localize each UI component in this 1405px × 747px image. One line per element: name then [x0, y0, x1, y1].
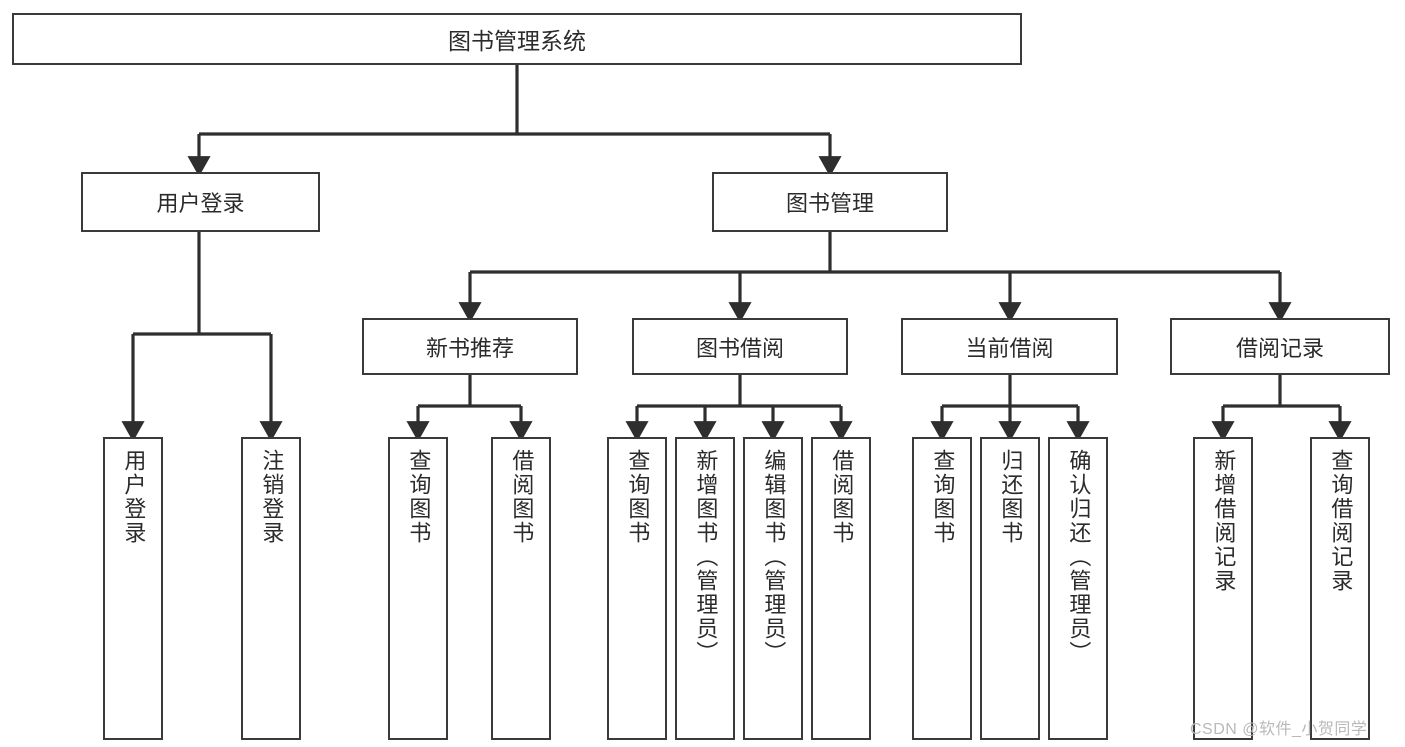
node-leaf-add-record[interactable]: 新增借阅记录 [1193, 437, 1253, 740]
node-label: 借阅记录 [1235, 335, 1324, 361]
node-label: 确认归还（管理员） [1066, 449, 1092, 665]
node-label: 归还图书 [998, 449, 1024, 545]
node-label: 当前借阅 [965, 335, 1054, 361]
node-label: 借阅图书 [829, 449, 855, 545]
node-label: 查询借阅记录 [1328, 449, 1354, 593]
node-leaf-query-book-3[interactable]: 查询图书 [912, 437, 972, 740]
node-label: 图书管理 [785, 191, 874, 216]
node-leaf-return-book[interactable]: 归还图书 [980, 437, 1040, 740]
node-borrow-record[interactable]: 借阅记录 [1170, 318, 1390, 375]
node-book-borrow[interactable]: 图书借阅 [632, 318, 848, 375]
node-leaf-edit-book[interactable]: 编辑图书（管理员） [743, 437, 803, 740]
node-label: 查询图书 [930, 449, 956, 545]
node-user-login[interactable]: 用户登录 [81, 172, 320, 232]
node-leaf-query-book-2[interactable]: 查询图书 [607, 437, 667, 740]
watermark-text: CSDN @软件_小贺同学 [1190, 721, 1368, 738]
node-label: 借阅图书 [509, 449, 535, 545]
node-current-borrow[interactable]: 当前借阅 [901, 318, 1118, 375]
node-label: 新书推荐 [425, 335, 514, 361]
node-label: 新增图书（管理员） [693, 449, 719, 665]
node-label: 图书管理系统 [448, 28, 586, 54]
node-leaf-logout-login[interactable]: 注销登录 [241, 437, 301, 740]
node-label: 用户登录 [156, 191, 245, 216]
node-leaf-user-login[interactable]: 用户登录 [103, 437, 163, 740]
node-leaf-query-book-1[interactable]: 查询图书 [388, 437, 448, 740]
node-label: 用户登录 [121, 449, 147, 545]
node-leaf-borrow-book-2[interactable]: 借阅图书 [811, 437, 871, 740]
node-leaf-add-book[interactable]: 新增图书（管理员） [675, 437, 735, 740]
node-leaf-query-record[interactable]: 查询借阅记录 [1310, 437, 1370, 740]
node-leaf-confirm-return[interactable]: 确认归还（管理员） [1048, 437, 1108, 740]
node-label: 新增借阅记录 [1211, 449, 1237, 593]
node-new-book-recommend[interactable]: 新书推荐 [362, 318, 578, 375]
node-label: 图书借阅 [695, 335, 784, 361]
node-label: 查询图书 [406, 449, 432, 545]
node-label: 查询图书 [625, 449, 651, 545]
node-leaf-borrow-book-1[interactable]: 借阅图书 [491, 437, 551, 740]
node-label: 编辑图书（管理员） [761, 449, 787, 665]
node-system-root[interactable]: 图书管理系统 [12, 13, 1022, 65]
node-book-management[interactable]: 图书管理 [712, 172, 948, 232]
node-label: 注销登录 [259, 449, 285, 545]
